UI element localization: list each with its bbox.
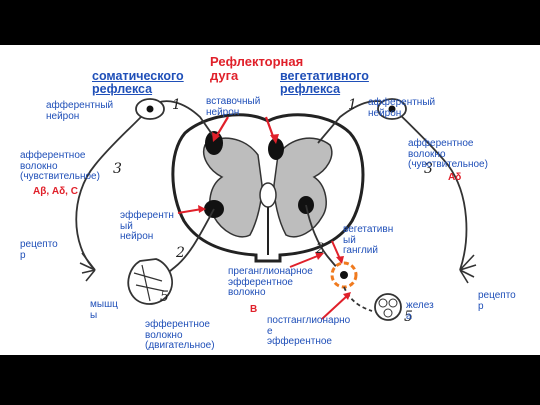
arrow-ganglion [331, 240, 341, 260]
afferent-neuron-left-label: афферентный нейрон [46, 100, 114, 122]
central-canal [259, 182, 277, 208]
arrow-postganglionic-head [343, 292, 351, 300]
afferent-fiber-left-label: афферентное волокно (чувствительное) [20, 150, 100, 182]
afferent-neuron-right-label: афферентный нейрон [368, 97, 436, 119]
veg-interneuron-body [268, 138, 284, 160]
arrow-postganglionic [321, 294, 349, 320]
interneuron-label: вставочный нейрон [206, 96, 261, 118]
gland-acinus-1 [378, 298, 388, 308]
vegetative-ganglion-label: вегетативн ый ганглий [343, 224, 394, 256]
muscle-fibers [133, 264, 165, 302]
number-label: 5 [404, 309, 413, 325]
arrow-efferent [177, 208, 203, 214]
muscle [127, 258, 173, 305]
grey-matter-right [273, 137, 333, 238]
gland-acinus-3 [383, 308, 393, 318]
ganglion-neuron [340, 271, 348, 279]
number-label: 1 [172, 97, 181, 113]
arrow-interneuron [215, 116, 229, 138]
arrow-veg-interneuron-head [270, 134, 279, 144]
number-label: 3 [424, 161, 433, 177]
preganglionic-fiber [305, 204, 339, 270]
efferent-fiber-label: эфферентное волокно (двигательное) [145, 319, 215, 351]
number-label: 3 [113, 161, 122, 177]
arrow-ganglion-head [336, 256, 344, 264]
muscles-label: мышц ы [90, 299, 118, 321]
diagram-title: Рефлекторная дуга [210, 54, 304, 83]
sensory-neuron-right [388, 105, 396, 113]
fiber-types-left: Aβ, Aδ, C [33, 186, 78, 197]
reflex-arc-drawing [75, 98, 477, 321]
sensory-neuron-left [146, 105, 154, 113]
efferent-neuron-label: эфферентн ый нейрон [120, 210, 174, 242]
gland-acinus-2 [388, 298, 398, 308]
diagram-canvas: 1 2 3 4 5 1 2 3 4 5 Рефлекторная дуга со… [0, 45, 540, 355]
fiber-type-right: Aδ [448, 172, 462, 183]
receptor-right-label: рецепто р [478, 290, 516, 312]
arrow-preganglionic-head [315, 252, 324, 260]
afferent-fiber-right [317, 100, 468, 271]
postganglionic-fiber [343, 286, 373, 312]
vegetative-reflex-heading: вегетативного рефлекса [280, 69, 369, 97]
arrow-efferent-head [198, 205, 206, 213]
number-label: 2 [316, 241, 325, 257]
arrow-interneuron-head [212, 132, 220, 142]
afferent-fiber-left [75, 100, 215, 271]
receptor-left-label: рецепто р [20, 239, 58, 261]
arrow-preganglionic [289, 254, 321, 268]
afferent-fiber-right-label: афферентное волокно (чувствительное) [408, 138, 488, 170]
postganglionic-label: постганглионарно е эфферентное [267, 315, 351, 347]
receptor-left [79, 252, 96, 282]
fiber-type-b: B [250, 304, 258, 315]
receptor-right [459, 254, 477, 284]
preganglionic-label: преганглионарное эфферентное волокно [228, 266, 313, 298]
gland-label: желез а [406, 300, 434, 322]
number-label: 1 [348, 97, 357, 113]
somatic-reflex-heading: соматического рефлекса [92, 69, 184, 97]
number-label: 2 [176, 245, 185, 261]
number-label: 5 [160, 289, 169, 305]
